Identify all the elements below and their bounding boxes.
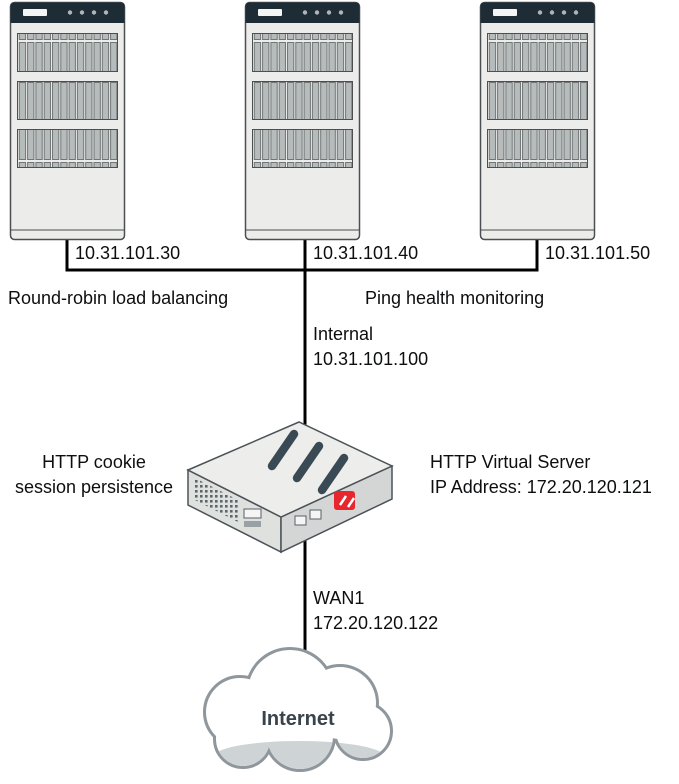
fortigate-device-icon bbox=[186, 421, 394, 554]
session-persistence-line2: session persistence bbox=[14, 477, 174, 497]
health-monitoring-label: Ping health monitoring bbox=[365, 288, 545, 308]
server-ip-label: 10.31.101.40 bbox=[313, 243, 419, 263]
device-port bbox=[243, 508, 262, 519]
session-persistence-line1: HTTP cookie bbox=[42, 452, 146, 472]
fortinet-logo-marks bbox=[338, 495, 356, 508]
device-port bbox=[309, 509, 322, 520]
server-ip-label: 10.31.101.30 bbox=[75, 243, 181, 263]
virtual-server-line2: IP Address: 172.20.120.121 bbox=[430, 477, 652, 497]
device-port bbox=[294, 515, 307, 526]
session-persistence-label: HTTP cookie session persistence bbox=[8, 450, 180, 500]
load-balancing-label: Round-robin load balancing bbox=[8, 288, 229, 308]
internet-label: Internet bbox=[261, 708, 335, 730]
wan-interface-name: WAN1 bbox=[313, 588, 365, 608]
device-top-face bbox=[186, 421, 394, 518]
device-top-slashes bbox=[267, 429, 349, 495]
server-icon bbox=[244, 1, 361, 241]
internet-cloud-icon bbox=[203, 647, 393, 772]
internal-interface-label: Internal 10.31.101.100 bbox=[313, 322, 428, 372]
virtual-server-label: HTTP Virtual Server IP Address: 172.20.1… bbox=[430, 450, 652, 500]
wan-interface-label: WAN1 172.20.120.122 bbox=[313, 586, 438, 636]
device-port bbox=[244, 521, 261, 527]
server-ip-label: 10.31.101.50 bbox=[545, 243, 651, 263]
server-icon bbox=[479, 1, 596, 241]
server-icon bbox=[9, 1, 126, 241]
internal-interface-ip: 10.31.101.100 bbox=[313, 349, 429, 369]
device-vent-grid bbox=[193, 477, 238, 522]
virtual-server-line1: HTTP Virtual Server bbox=[430, 452, 591, 472]
wan-interface-ip: 172.20.120.122 bbox=[313, 613, 439, 633]
internal-interface-name: Internal bbox=[313, 324, 374, 344]
